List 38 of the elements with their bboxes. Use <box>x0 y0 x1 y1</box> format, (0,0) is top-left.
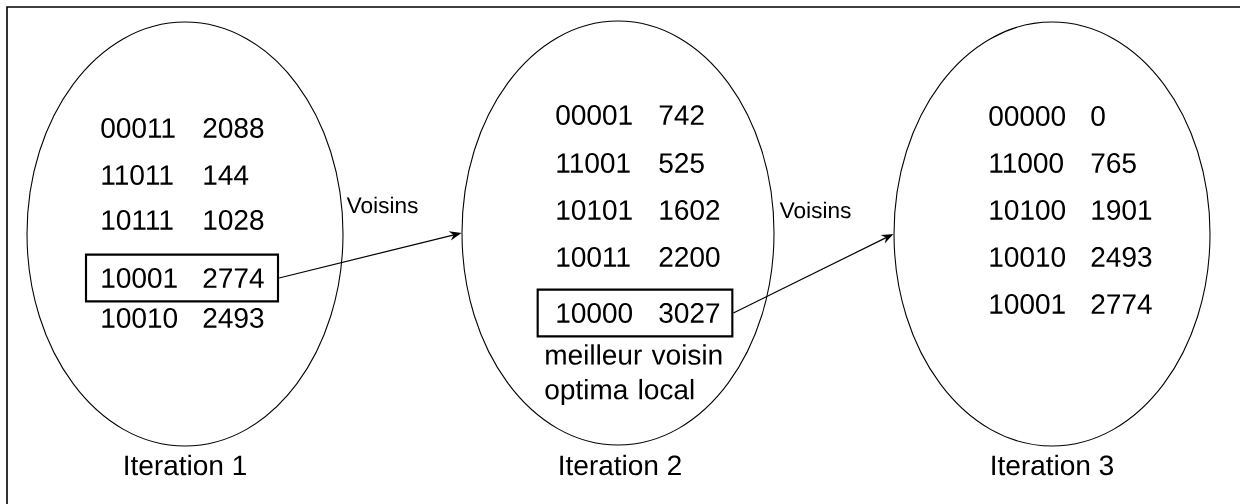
bit-string: 11011 <box>102 165 173 185</box>
bit-string: 10001 <box>102 268 177 288</box>
highlight-box <box>84 253 280 303</box>
bit-string: 10001 <box>990 294 1065 314</box>
bit-string: 00001 <box>556 105 632 125</box>
fitness-value: 0 <box>1091 106 1105 126</box>
fitness-value: 2493 <box>203 308 264 328</box>
bit-string: 10101 <box>557 200 632 220</box>
fitness-value: 2493 <box>1091 247 1152 267</box>
fitness-value: 1901 <box>1092 200 1152 220</box>
bit-string: 00000 <box>989 106 1065 126</box>
fitness-value: 2774 <box>203 268 264 288</box>
edge-label: Voisins <box>346 196 418 214</box>
fitness-value: 765 <box>1091 153 1136 173</box>
bit-string: 10100 <box>990 200 1065 220</box>
fitness-value: 1602 <box>660 200 720 220</box>
bit-string: 10010 <box>990 247 1065 267</box>
iteration-label: Iteration 3 <box>992 454 1113 476</box>
bit-string: 10000 <box>557 303 632 323</box>
fitness-value: 1028 <box>204 210 264 230</box>
bit-string: 10010 <box>102 308 177 328</box>
fitness-value: 144 <box>204 165 249 185</box>
edge-label: Voisins <box>779 201 851 219</box>
note-text: meilleur voisin optima local <box>545 344 722 406</box>
iteration-label: Iteration 1 <box>125 454 246 476</box>
fitness-value: 2200 <box>659 247 720 267</box>
highlight-box <box>536 288 734 338</box>
bit-string: 10011 <box>557 247 630 267</box>
fitness-value: 742 <box>659 105 704 125</box>
bit-string: 11000 <box>990 153 1063 173</box>
fitness-value: 2088 <box>203 118 264 138</box>
bit-string: 10111 <box>102 210 173 230</box>
iteration-label: Iteration 2 <box>560 454 681 476</box>
bit-string: 00011 <box>101 118 175 138</box>
fitness-value: 2774 <box>1091 294 1152 314</box>
fitness-value: 3027 <box>659 303 720 323</box>
bit-string: 11001 <box>557 153 630 173</box>
fitness-value: 525 <box>659 153 704 173</box>
